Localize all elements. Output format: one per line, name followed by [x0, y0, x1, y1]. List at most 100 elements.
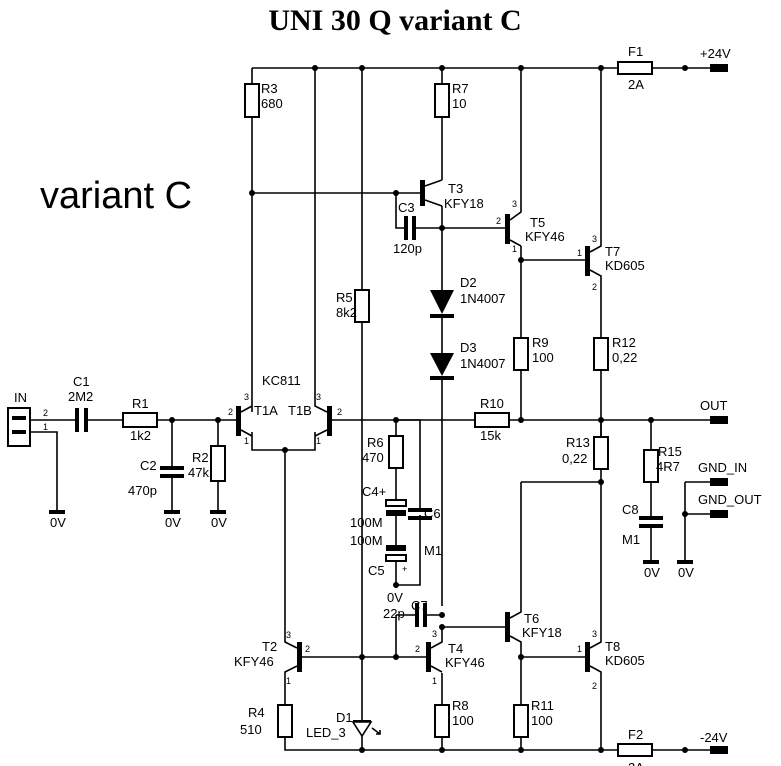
svg-text:R12: R12: [612, 335, 636, 350]
svg-text:0V: 0V: [644, 565, 660, 580]
svg-text:D3: D3: [460, 340, 477, 355]
svg-text:100: 100: [452, 713, 474, 728]
diode-d2: D2 1N4007: [430, 275, 506, 318]
svg-text:KD605: KD605: [605, 653, 645, 668]
resistor-r1: R1 1k2: [122, 396, 158, 443]
transistor-t4: 3 2 1 T4 KFY46: [410, 627, 485, 686]
transistor-t3: T3 KFY18: [420, 179, 484, 211]
svg-text:R5: R5: [336, 290, 353, 305]
svg-text:100: 100: [531, 713, 553, 728]
svg-text:KC811: KC811: [262, 373, 301, 388]
resistor-r15: R15 4R7: [643, 444, 682, 483]
svg-text:KFY18: KFY18: [522, 625, 562, 640]
transistor-t8: 3 1 2 T8 KD605: [577, 629, 645, 691]
svg-text:0,22: 0,22: [612, 350, 637, 365]
svg-text:KFY46: KFY46: [234, 654, 274, 669]
capacitor-c4: C4+ 100M: [350, 484, 407, 530]
svg-text:M1: M1: [622, 532, 640, 547]
capacitor-c3: C3 120p: [393, 200, 422, 256]
svg-text:3: 3: [244, 392, 249, 402]
svg-text:R13: R13: [566, 435, 590, 450]
svg-text:0,22: 0,22: [562, 451, 587, 466]
capacitor-c6: C6 M1: [408, 506, 442, 558]
svg-text:15k: 15k: [480, 428, 501, 443]
svg-text:22p: 22p: [383, 606, 405, 621]
svg-text:C5: C5: [368, 563, 385, 578]
capacitor-c1: C1 2M2: [68, 374, 93, 432]
svg-text:R4: R4: [248, 705, 265, 720]
svg-text:1N4007: 1N4007: [460, 291, 506, 306]
svg-text:2: 2: [592, 282, 597, 292]
fuse-f1: F1 2A: [617, 44, 653, 92]
svg-text:1: 1: [577, 248, 582, 258]
svg-text:-24V: -24V: [700, 730, 728, 745]
svg-text:KFY46: KFY46: [445, 655, 485, 670]
svg-text:R15: R15: [658, 444, 682, 459]
resistor-r2: R2 47k: [188, 445, 226, 482]
capacitor-c5: + 100M C5: [350, 533, 407, 578]
svg-text:T2: T2: [262, 639, 277, 654]
svg-text:47k: 47k: [188, 465, 209, 480]
resistor-r4: R4 510: [240, 704, 293, 738]
svg-text:T7: T7: [605, 244, 620, 259]
resistor-r3: R3 680: [244, 81, 283, 118]
resistor-r7: R7 10: [434, 81, 469, 118]
resistor-r12: R12 0,22: [593, 335, 637, 371]
transistor-t5: 3 2 1 T5 KFY46: [495, 199, 565, 254]
svg-text:0V: 0V: [165, 515, 181, 530]
svg-text:8k2: 8k2: [336, 305, 357, 320]
svg-text:0V: 0V: [678, 565, 694, 580]
transistor-t2: 3 2 1 T2 KFY46: [234, 630, 310, 686]
svg-text:2: 2: [496, 216, 501, 226]
capacitor-c2: C2 470p: [128, 458, 184, 498]
svg-text:C8: C8: [622, 502, 639, 517]
svg-text:R10: R10: [480, 396, 504, 411]
svg-text:2: 2: [415, 644, 420, 654]
resistor-r9: R9 100: [513, 335, 554, 371]
svg-text:0V: 0V: [211, 515, 227, 530]
svg-text:1N4007: 1N4007: [460, 356, 506, 371]
svg-text:+: +: [402, 564, 407, 574]
output-terminal: OUT: [700, 398, 728, 424]
svg-text:470p: 470p: [128, 483, 157, 498]
svg-text:100: 100: [532, 350, 554, 365]
svg-text:2M2: 2M2: [68, 389, 93, 404]
led-d1: D1 LED_3: [306, 710, 381, 740]
svg-text:3: 3: [512, 199, 517, 209]
svg-text:10: 10: [452, 96, 466, 111]
fuse-f2: F2 2A: [617, 727, 653, 766]
svg-text:F2: F2: [628, 727, 643, 742]
svg-text:F1: F1: [628, 44, 643, 59]
resistor-r11: R11 100: [513, 698, 554, 738]
svg-text:1k2: 1k2: [130, 428, 151, 443]
svg-text:T8: T8: [605, 639, 620, 654]
svg-text:T6: T6: [524, 611, 539, 626]
diode-d3: D3 1N4007: [430, 340, 506, 380]
svg-text:4R7: 4R7: [656, 459, 680, 474]
svg-text:0V: 0V: [50, 515, 66, 530]
junction-dots: [169, 65, 688, 753]
svg-text:2: 2: [228, 407, 233, 417]
svg-text:C3: C3: [398, 200, 415, 215]
resistor-r10: R10 15k: [474, 396, 510, 443]
svg-text:1: 1: [512, 244, 517, 254]
svg-text:1: 1: [244, 436, 249, 446]
svg-text:R1: R1: [132, 396, 149, 411]
svg-text:KFY46: KFY46: [525, 229, 565, 244]
svg-text:2A: 2A: [628, 760, 644, 766]
svg-text:R11: R11: [531, 698, 554, 713]
svg-text:680: 680: [261, 96, 283, 111]
svg-text:C7: C7: [411, 598, 428, 613]
svg-text:1: 1: [577, 644, 582, 654]
svg-text:R3: R3: [261, 81, 278, 96]
resistor-r8: R8 100: [434, 698, 474, 738]
svg-text:+24V: +24V: [700, 46, 731, 61]
svg-text:C1: C1: [73, 374, 90, 389]
svg-text:100M: 100M: [350, 515, 383, 530]
svg-text:T3: T3: [448, 181, 463, 196]
svg-text:470: 470: [362, 450, 384, 465]
variant-label: variant C: [40, 175, 192, 217]
resistor-r13: R13 0,22: [562, 435, 609, 470]
svg-text:3: 3: [316, 392, 321, 402]
